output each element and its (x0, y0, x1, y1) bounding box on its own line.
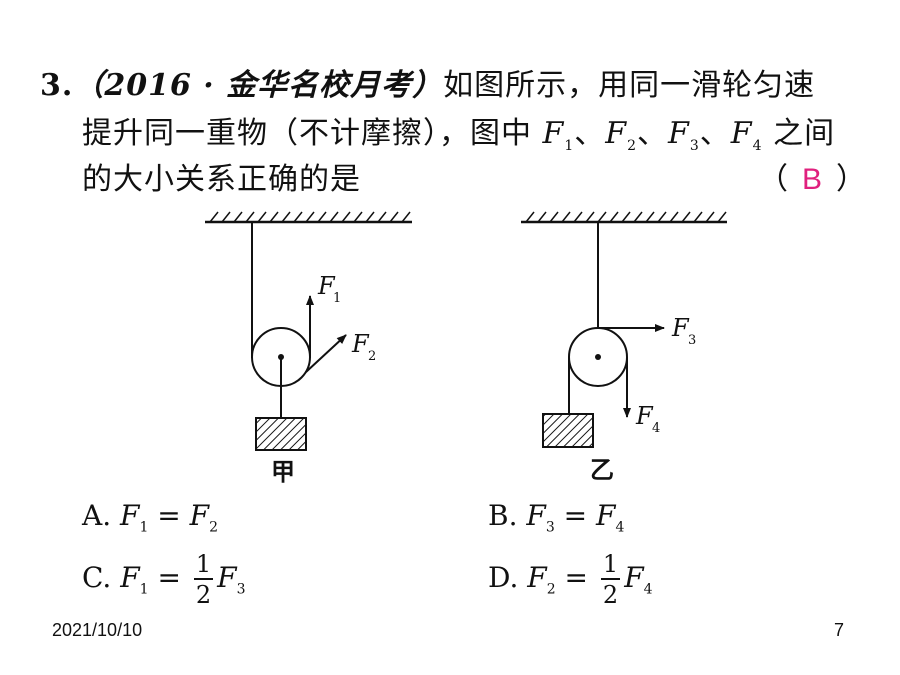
option-b: B. F3 = F4 (488, 496, 624, 548)
question-text-2-end: 之间 (762, 116, 836, 151)
question-text-2: 提升同一重物（不计摩擦），图中 (82, 116, 543, 151)
label-f4-sub: 4 (652, 421, 660, 436)
diagram-left-movable-pulley: F 1 F 2 甲 (205, 211, 412, 486)
option-b-lhs-sub: 3 (545, 519, 555, 536)
ceiling-right-hatch (525, 211, 727, 223)
footer-page-number: 7 (834, 620, 845, 640)
option-c-eq: = (157, 561, 181, 594)
option-c-rhs: F (217, 561, 237, 594)
question-source: （2016 · 金华名校月考） (73, 68, 444, 103)
caption-left: 甲 (271, 458, 295, 486)
option-a-rhs-sub: 2 (209, 519, 219, 536)
bracket-close: ） (836, 162, 867, 197)
option-d-lhs-sub: 2 (546, 581, 556, 598)
option-c-rhs-sub: 3 (236, 581, 246, 598)
option-d-letter: D. (488, 561, 519, 594)
option-c-lhs: F (120, 561, 140, 594)
ceiling-left-hatch (209, 211, 411, 223)
footer-date: 2021/10/10 (52, 620, 143, 640)
label-f3-sub: 3 (688, 333, 696, 348)
option-d-frac-den: 2 (602, 581, 619, 609)
caption-right: 乙 (590, 456, 614, 484)
option-a-eq: = (157, 499, 181, 532)
separator: 、 (637, 116, 669, 151)
force-f1-sub: 1 (564, 138, 575, 154)
arrow-f2 (305, 334, 347, 373)
force-f1-text: F (542, 116, 565, 151)
option-a-lhs-sub: 1 (139, 519, 149, 536)
option-d-frac-num: 1 (600, 550, 621, 580)
option-d-rhs-sub: 4 (643, 581, 653, 598)
force-f4-text: F (730, 116, 753, 151)
answer-bracket: （ B ） (758, 160, 866, 200)
question-text-1: 如图所示，用同一滑轮匀速 (443, 68, 816, 103)
force-f2-text: F (605, 116, 628, 151)
question-line-1: 3.（2016 · 金华名校月考）如图所示，用同一滑轮匀速 (40, 66, 815, 106)
separator: 、 (699, 116, 731, 151)
option-b-eq: = (563, 499, 588, 532)
option-b-rhs-sub: 4 (615, 519, 625, 536)
option-d-lhs: F (527, 561, 547, 594)
diagram-right-fixed-pulley: F 3 F 4 乙 (521, 211, 727, 484)
answer-letter: B (802, 163, 823, 196)
label-f4: F (635, 402, 654, 430)
question-text-3: 的大小关系正确的是 (82, 162, 361, 197)
question-line-2: 提升同一重物（不计摩擦），图中 F1、F2、F3、F4 之间 (82, 114, 835, 166)
separator: 、 (574, 116, 606, 151)
option-c-frac-den: 2 (195, 581, 212, 609)
option-c-letter: C. (82, 561, 112, 594)
question-number: 3. (40, 68, 74, 103)
option-a-lhs: F (120, 499, 140, 532)
option-a-rhs: F (189, 499, 210, 532)
option-a: A. F1 = F2 (82, 496, 218, 548)
option-c-lhs-sub: 1 (139, 581, 149, 598)
option-c-frac-num: 1 (193, 550, 214, 580)
option-d-rhs: F (624, 561, 644, 594)
option-a-letter: A. (82, 499, 112, 532)
force-f2-sub: 2 (627, 138, 638, 154)
pulley-right-axle (595, 354, 601, 360)
bracket-open: （ (758, 162, 788, 197)
weight-right (542, 413, 594, 448)
label-f2-sub: 2 (368, 349, 376, 364)
force-f3-text: F (668, 116, 690, 151)
force-f3-sub: 3 (689, 138, 700, 154)
label-f1-sub: 1 (333, 291, 341, 306)
force-f4-sub: 4 (752, 138, 763, 154)
question-line-3: 的大小关系正确的是 (82, 160, 361, 200)
label-f3: F (671, 314, 690, 342)
option-b-lhs: F (526, 499, 546, 532)
label-f1: F (317, 272, 336, 300)
weight-left (255, 417, 307, 451)
option-b-rhs: F (596, 499, 616, 532)
option-b-letter: B. (488, 499, 518, 532)
label-f2: F (351, 330, 370, 358)
option-d-eq: = (564, 561, 588, 594)
